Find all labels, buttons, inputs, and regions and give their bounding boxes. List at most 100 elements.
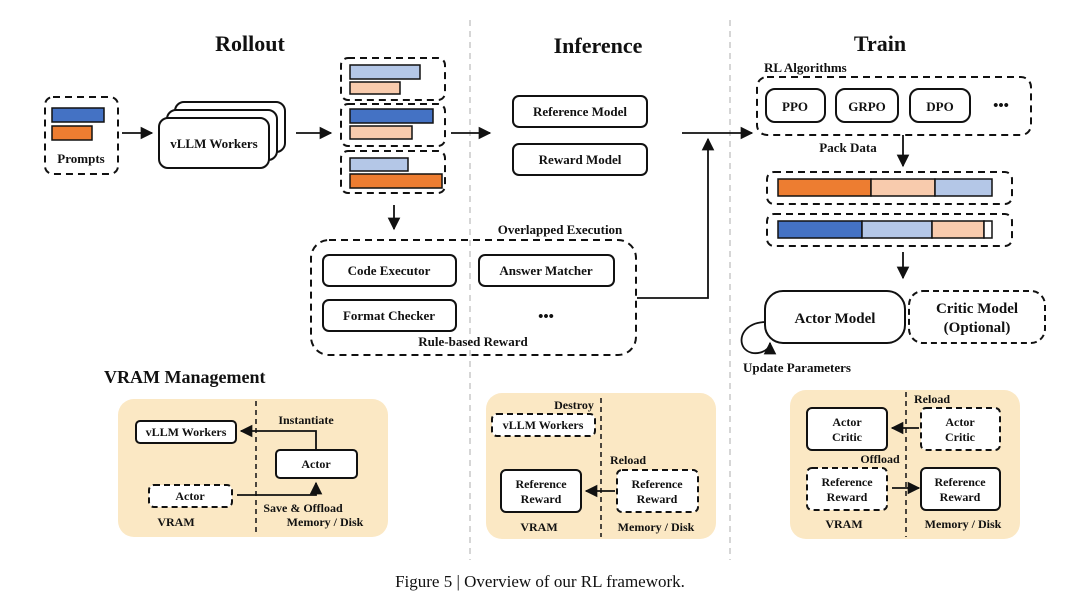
actor-model-box: [764, 290, 906, 344]
pack-1-seg-c: [934, 178, 993, 197]
p2-memory-label: Memory / Disk: [618, 520, 695, 534]
algo-grpo-label: GRPO: [848, 99, 886, 114]
rule-based-reward-label: Rule-based Reward: [418, 334, 528, 349]
pack-2-seg-d: [983, 220, 993, 239]
p2-ref-reward-mem-box: [616, 469, 699, 513]
p1-actor-mem-box: [275, 449, 358, 479]
p3-vram-label: VRAM: [825, 517, 862, 531]
algo-ellipsis: •••: [993, 98, 1009, 114]
p3-ac-mem-line2: Critic: [945, 430, 976, 444]
p3-actor-critic-vram-box: [806, 407, 888, 451]
rl-algorithms-label: RL Algorithms: [764, 60, 847, 75]
code-executor-label: Code Executor: [348, 263, 431, 278]
algo-dpo-box: [909, 88, 971, 123]
algo-grpo-box: [835, 88, 899, 123]
p3-offload-label: Offload: [860, 452, 900, 466]
pack-2-seg-b: [861, 220, 933, 239]
p3-rr-mem-line2: Reward: [940, 490, 981, 504]
sample-1-bar-b: [349, 81, 401, 95]
reward-model-label: Reward Model: [539, 152, 622, 167]
section-title-inference: Inference: [554, 33, 643, 58]
p1-actor-mem-label: Actor: [301, 457, 331, 471]
reward-ellipsis: •••: [538, 309, 554, 325]
vram-panel-rollout: vLLM Workers Instantiate Actor Actor Sav…: [118, 399, 388, 537]
p2-vllm-workers-box: [491, 413, 596, 437]
p2-ref-vram-line1: Reference: [515, 477, 567, 491]
p3-ac-vram-line2: Critic: [832, 430, 863, 444]
answer-matcher-label: Answer Matcher: [499, 263, 592, 278]
p1-instantiate-label: Instantiate: [278, 413, 334, 427]
p2-ref-reward-vram-box: [500, 469, 582, 513]
p2-ref-mem-line1: Reference: [631, 477, 683, 491]
critic-model-label-line1: Critic Model: [936, 301, 1018, 317]
p1-vllm-workers-box: [135, 420, 237, 444]
prompts-group: Prompts: [44, 96, 119, 175]
p1-memory-label: Memory / Disk: [287, 515, 364, 529]
p2-ref-mem-line2: Reward: [637, 492, 678, 506]
p1-save-offload-arrow: [237, 481, 323, 496]
p3-actor-critic-mem-box: [920, 407, 1001, 451]
vllm-workers-label: vLLM Workers: [170, 136, 258, 151]
p3-rr-vram-line1: Reference: [821, 475, 873, 489]
pack-2-seg-c: [931, 220, 985, 239]
p3-ac-vram-line1: Actor: [832, 415, 862, 429]
overlapped-execution-label: Overlapped Execution: [498, 222, 623, 237]
sample-3-bar-a: [349, 157, 409, 172]
critic-model-box: [908, 290, 1046, 344]
rl-algorithms-group: [756, 76, 1032, 136]
pack-2-seg-a: [777, 220, 863, 239]
algo-ppo-label: PPO: [782, 99, 808, 114]
format-checker-label: Format Checker: [343, 308, 435, 323]
vram-panel-train: Reload Actor Critic Actor Critic Offload…: [790, 390, 1020, 539]
vram-panel-inference: Destroy vLLM Workers Reload Reference Re…: [486, 393, 716, 539]
p1-vram-label: VRAM: [157, 515, 194, 529]
p2-vllm-workers-label: vLLM Workers: [503, 418, 584, 432]
rule-based-reward-group: [310, 239, 637, 356]
figure-caption: Figure 5 | Overview of our RL framework.: [395, 572, 685, 591]
prompts-label: Prompts: [57, 151, 104, 166]
p3-memory-label: Memory / Disk: [925, 517, 1002, 531]
pack-1-seg-a: [777, 178, 872, 197]
sample-2-bar-a: [349, 108, 434, 124]
section-title-rollout: Rollout: [215, 31, 285, 56]
p2-vram-label: VRAM: [520, 520, 557, 534]
reference-model-box: [512, 95, 648, 128]
p1-actor-vram-box: [148, 484, 233, 508]
p3-ref-reward-mem-box: [920, 467, 1001, 511]
section-title-train: Train: [854, 31, 906, 56]
p1-actor-vram-label: Actor: [175, 489, 205, 503]
p1-save-offload-label: Save & Offload: [263, 501, 343, 515]
update-parameters-label: Update Parameters: [743, 360, 851, 375]
arrow-rewards-to-train: [637, 137, 715, 299]
code-executor-box: [322, 254, 457, 287]
algo-dpo-label: DPO: [926, 99, 953, 114]
pack-data-label: Pack Data: [819, 140, 877, 155]
sample-1-bar-a: [349, 64, 421, 80]
algo-ppo-box: [765, 88, 826, 123]
p3-ac-mem-line1: Actor: [945, 415, 975, 429]
reward-model-box: [512, 143, 648, 176]
p2-destroy-label: Destroy: [554, 398, 594, 412]
critic-model-label-line2: (Optional): [944, 320, 1011, 336]
vram-management-heading: VRAM Management: [104, 367, 265, 387]
p3-ref-reward-vram-box: [806, 467, 888, 511]
p2-ref-vram-line2: Reward: [521, 492, 562, 506]
p3-rr-mem-line1: Reference: [934, 475, 986, 489]
prompt-bar-orange: [51, 125, 93, 141]
sample-2-bar-b: [349, 125, 413, 140]
p2-reload-label: Reload: [610, 453, 646, 467]
p3-rr-vram-line2: Reward: [827, 490, 868, 504]
p1-instantiate-arrow: [239, 424, 317, 449]
sample-3-bar-b: [349, 173, 443, 189]
format-checker-box: [322, 299, 457, 332]
vllm-workers-stack: vLLM Workers: [158, 101, 286, 169]
packed-data: [766, 171, 1013, 247]
answer-matcher-box: [478, 254, 615, 287]
p3-reload-label: Reload: [914, 392, 950, 406]
p1-vllm-workers-label: vLLM Workers: [146, 425, 227, 439]
actor-model-label: Actor Model: [795, 311, 876, 327]
rollout-samples: [340, 57, 446, 194]
prompt-bar-blue: [51, 107, 105, 123]
reference-model-label: Reference Model: [533, 104, 627, 119]
